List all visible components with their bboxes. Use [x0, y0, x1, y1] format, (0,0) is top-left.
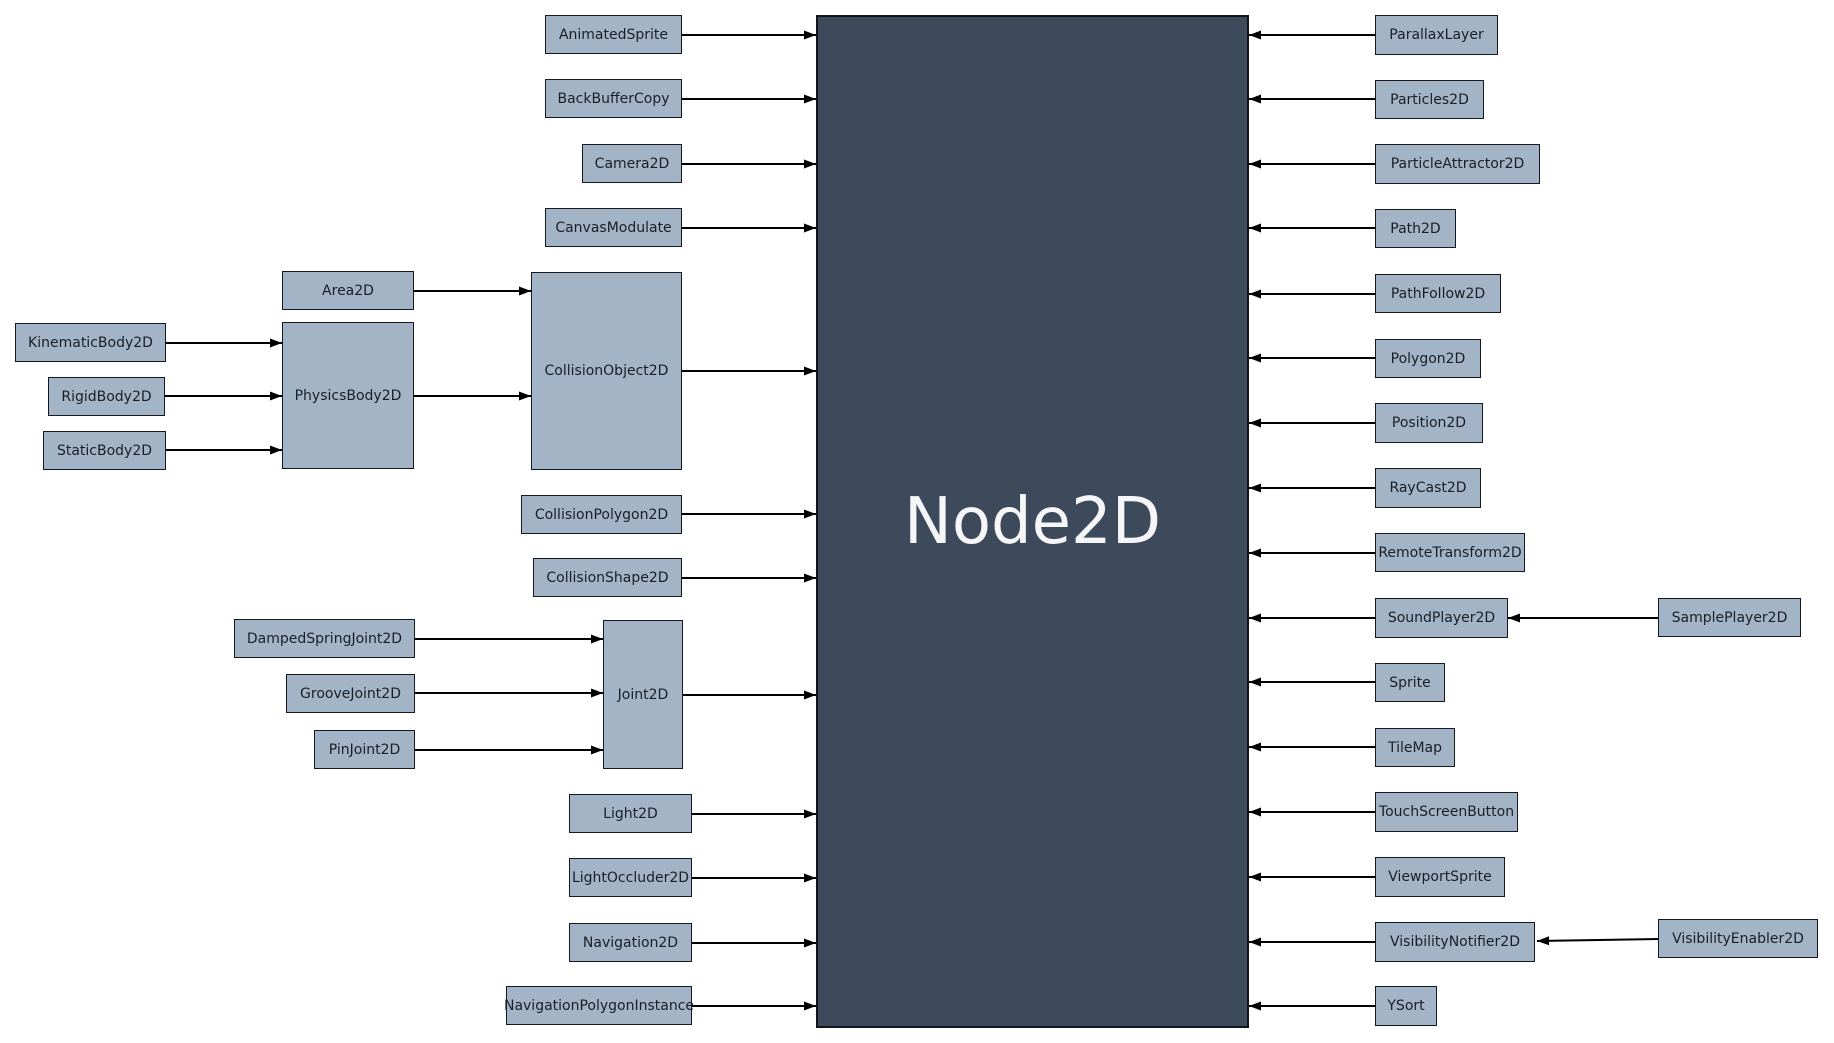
- node-position2d[interactable]: Position2D: [1375, 403, 1483, 443]
- node-light2d[interactable]: Light2D: [569, 794, 692, 833]
- node-backbuffercopy[interactable]: BackBufferCopy: [545, 79, 682, 118]
- node-polygon2d[interactable]: Polygon2D: [1375, 339, 1481, 378]
- node-lightoccluder2d[interactable]: LightOccluder2D: [569, 858, 692, 897]
- node-dampedspringjoint2d[interactable]: DampedSpringJoint2D: [234, 619, 415, 658]
- node-parallaxlayer[interactable]: ParallaxLayer: [1375, 15, 1498, 55]
- node-sampleplayer2d[interactable]: SamplePlayer2D: [1658, 598, 1801, 637]
- node-kinematicbody2d[interactable]: KinematicBody2D: [15, 323, 166, 362]
- node-tilemap[interactable]: TileMap: [1375, 728, 1455, 767]
- node-particles2d[interactable]: Particles2D: [1375, 80, 1484, 119]
- node-staticbody2d[interactable]: StaticBody2D: [43, 431, 166, 470]
- node-visibilitynotifier2d[interactable]: VisibilityNotifier2D: [1375, 922, 1535, 962]
- node-soundplayer2d[interactable]: SoundPlayer2D: [1375, 598, 1508, 638]
- node-canvasmodulate[interactable]: CanvasModulate: [545, 208, 682, 247]
- node-groovejoint2d[interactable]: GrooveJoint2D: [286, 674, 415, 713]
- node-camera2d[interactable]: Camera2D: [582, 144, 682, 183]
- node-pinjoint2d[interactable]: PinJoint2D: [314, 730, 415, 769]
- node-rigidbody2d[interactable]: RigidBody2D: [48, 377, 165, 416]
- node-visibilityenabler2d[interactable]: VisibilityEnabler2D: [1658, 919, 1818, 958]
- node-touchscreenbutton[interactable]: TouchScreenButton: [1375, 792, 1518, 832]
- node-area2d[interactable]: Area2D: [282, 271, 414, 310]
- node-remotetransform2d[interactable]: RemoteTransform2D: [1375, 533, 1525, 572]
- node-joint2d[interactable]: Joint2D: [603, 620, 683, 769]
- node-path2d[interactable]: Path2D: [1375, 209, 1456, 248]
- node-collisionobject2d[interactable]: CollisionObject2D: [531, 272, 682, 470]
- node-navigationpolygoninstance[interactable]: NavigationPolygonInstance: [504, 986, 694, 1025]
- node-node2d: Node2D: [816, 15, 1249, 1028]
- node-navigation2d[interactable]: Navigation2D: [569, 923, 692, 962]
- node-particleattractor2d[interactable]: ParticleAttractor2D: [1375, 144, 1540, 184]
- node-sprite[interactable]: Sprite: [1375, 663, 1445, 702]
- node-raycast2d[interactable]: RayCast2D: [1375, 468, 1481, 508]
- node-viewportsprite[interactable]: ViewportSprite: [1375, 857, 1505, 897]
- node-animatedsprite[interactable]: AnimatedSprite: [545, 15, 682, 54]
- node-physicsbody2d[interactable]: PhysicsBody2D: [282, 322, 414, 469]
- node-pathfollow2d[interactable]: PathFollow2D: [1375, 274, 1501, 313]
- node-collisionpolygon2d[interactable]: CollisionPolygon2D: [521, 495, 682, 534]
- node-collisionshape2d[interactable]: CollisionShape2D: [533, 558, 682, 597]
- node-ysort[interactable]: YSort: [1375, 986, 1437, 1026]
